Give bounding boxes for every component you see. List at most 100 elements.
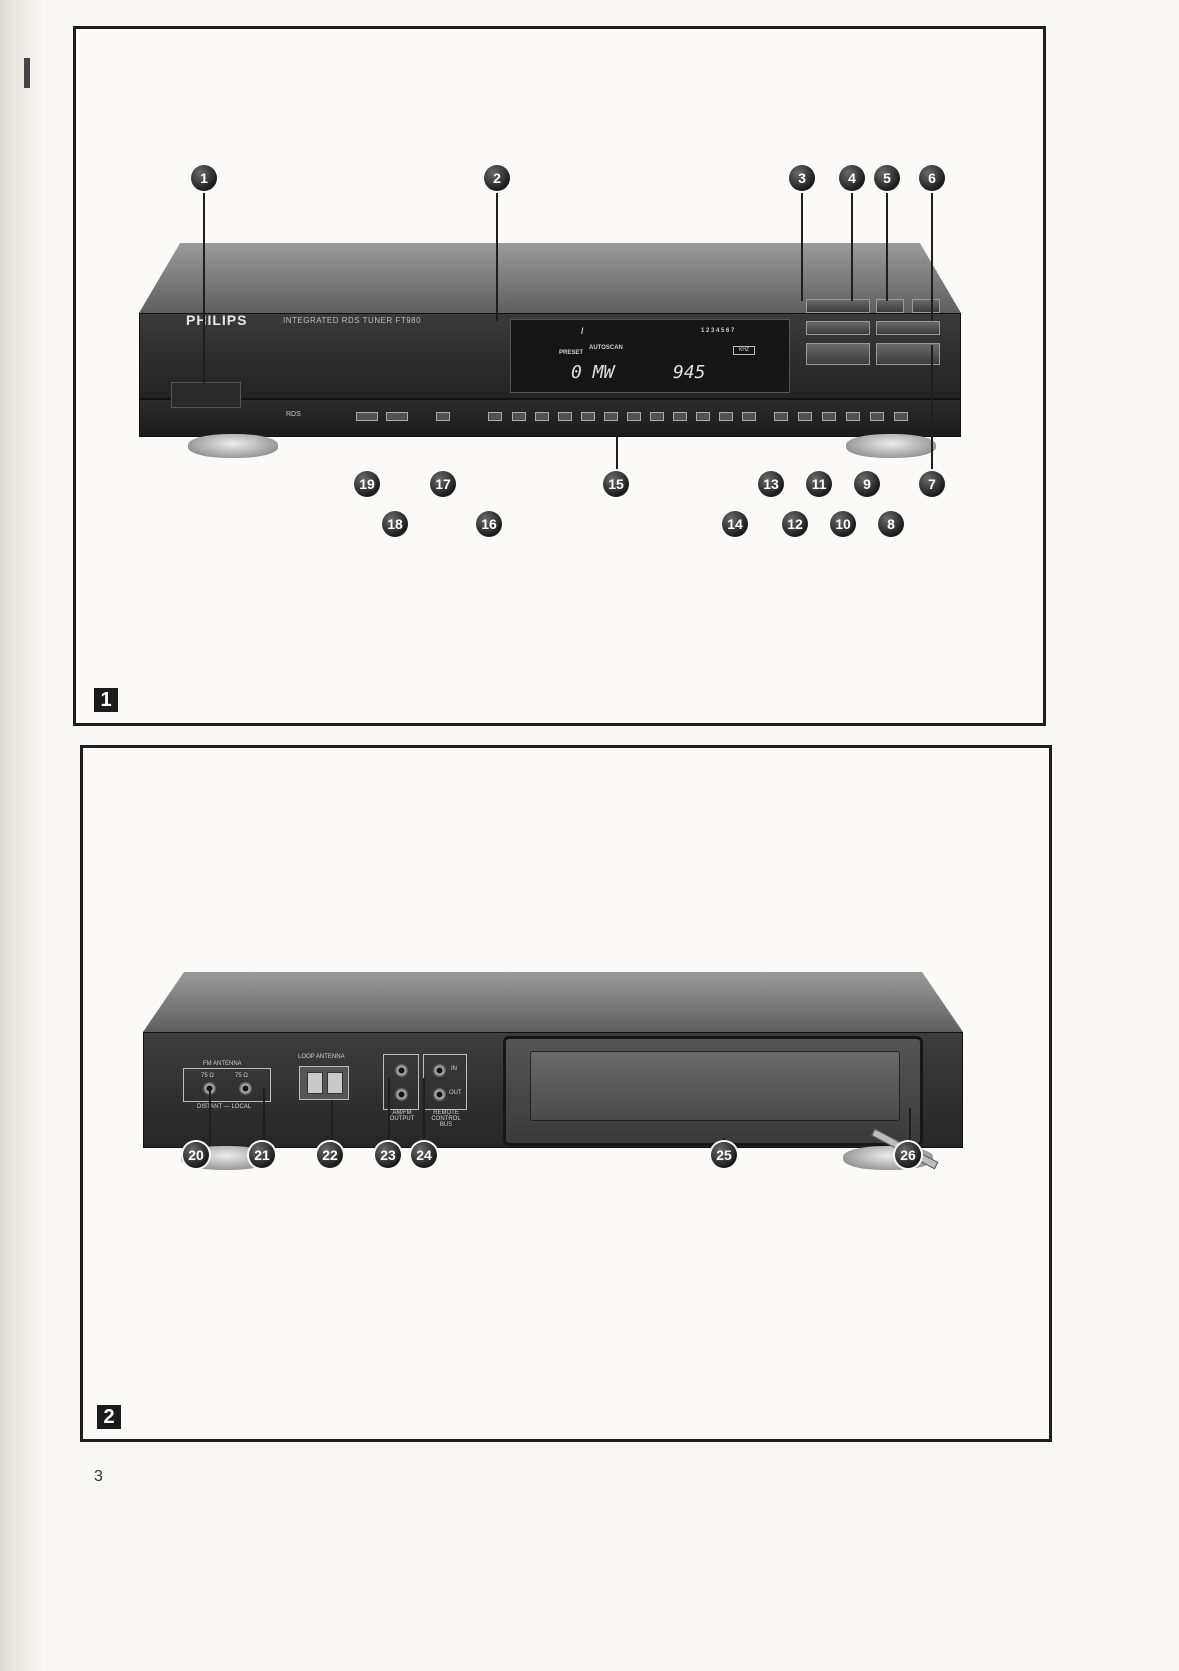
leader-6 xyxy=(931,193,933,321)
strip-button-8[interactable] xyxy=(894,412,908,421)
loop-clip-right[interactable] xyxy=(327,1072,343,1094)
display-preset-label: PRESET xyxy=(559,350,583,356)
callout-24: 24 xyxy=(411,1142,437,1168)
preset-button-7[interactable] xyxy=(650,412,664,421)
leader-3 xyxy=(801,193,803,301)
callout-12: 12 xyxy=(782,511,808,537)
strip-button-13[interactable] xyxy=(774,412,788,421)
callout-19: 19 xyxy=(354,471,380,497)
leader-7 xyxy=(931,345,933,471)
remote-out-label: OUT xyxy=(449,1090,462,1096)
fm-antenna-label: FM ANTENNA xyxy=(201,1061,244,1067)
strip-button-10[interactable] xyxy=(846,412,860,421)
strip-button-14[interactable] xyxy=(742,412,756,421)
model-label: INTEGRATED RDS TUNER FT980 xyxy=(283,316,421,325)
leader-22 xyxy=(331,1100,333,1144)
unit-foot-left xyxy=(188,434,278,458)
leader-26 xyxy=(909,1108,911,1144)
callout-3: 3 xyxy=(789,165,815,191)
callout-18: 18 xyxy=(382,511,408,537)
remote-out-jack[interactable] xyxy=(433,1088,446,1101)
callout-14: 14 xyxy=(722,511,748,537)
callout-17: 17 xyxy=(430,471,456,497)
figure-1-front-panel: PHILIPS INTEGRATED RDS TUNER FT980 / 1 2… xyxy=(73,26,1046,726)
callout-6: 6 xyxy=(919,165,945,191)
remote-in-jack[interactable] xyxy=(433,1064,446,1077)
binding-mark xyxy=(24,58,30,88)
leader-23 xyxy=(388,1078,390,1144)
fm-local-jack[interactable] xyxy=(239,1082,252,1095)
leader-5 xyxy=(886,193,888,301)
strip-button-11[interactable] xyxy=(822,412,836,421)
preset-button-5[interactable] xyxy=(604,412,618,421)
tray-inner-panel xyxy=(530,1051,900,1121)
display-channel-marker: / xyxy=(581,326,584,336)
display-channel-numbers: 1 2 3 4 5 6 7 xyxy=(701,328,734,334)
front-button-4[interactable] xyxy=(876,299,904,313)
callout-16: 16 xyxy=(476,511,502,537)
leader-24 xyxy=(423,1078,425,1144)
callout-22: 22 xyxy=(317,1142,343,1168)
front-button-3[interactable] xyxy=(806,299,870,313)
display-autoscan-label: AUTOSCAN xyxy=(589,345,623,351)
unit-foot-right xyxy=(846,434,936,458)
front-small-window xyxy=(171,382,241,408)
callout-13: 13 xyxy=(758,471,784,497)
preset-button-1[interactable] xyxy=(512,412,526,421)
front-button-6-left[interactable] xyxy=(806,321,870,335)
callout-23: 23 xyxy=(375,1142,401,1168)
display-band-text: 0 MW xyxy=(571,362,614,383)
output-jack-r[interactable] xyxy=(395,1088,408,1101)
preset-button-6[interactable] xyxy=(627,412,641,421)
strip-button-16[interactable] xyxy=(488,412,502,421)
leader-21 xyxy=(263,1088,265,1144)
tuner-display: / 1 2 3 4 5 6 7 KHZ PRESET AUTOSCAN 0 MW… xyxy=(510,319,790,393)
page-binding-edge xyxy=(0,0,44,1671)
output-jack-l[interactable] xyxy=(395,1064,408,1077)
loop-antenna-label: LOOP ANTENNA xyxy=(298,1054,345,1060)
callout-7: 7 xyxy=(919,471,945,497)
strip-button-19[interactable] xyxy=(356,412,378,421)
unit-button-strip xyxy=(139,399,961,437)
cord-storage-tray xyxy=(503,1036,923,1146)
leader-15 xyxy=(616,425,618,471)
leader-1 xyxy=(203,193,205,383)
display-frequency-text: 945 xyxy=(673,362,706,383)
callout-2: 2 xyxy=(484,165,510,191)
distant-local-label: DISTANT — LOCAL xyxy=(197,1104,251,1110)
preset-button-8[interactable] xyxy=(673,412,687,421)
callout-10: 10 xyxy=(830,511,856,537)
front-button-5[interactable] xyxy=(912,299,940,313)
strip-button-12[interactable] xyxy=(798,412,812,421)
preset-button-4[interactable] xyxy=(581,412,595,421)
strip-button-18[interactable] xyxy=(386,412,408,421)
fm-impedance-right: 75 Ω xyxy=(235,1073,248,1079)
front-button-preset-down[interactable] xyxy=(806,343,870,365)
fm-impedance-left: 75 Ω xyxy=(201,1073,214,1079)
callout-4: 4 xyxy=(839,165,865,191)
fm-antenna-box xyxy=(183,1068,271,1102)
preset-button-10[interactable] xyxy=(719,412,733,421)
remote-box xyxy=(423,1054,467,1110)
remote-in-label: IN xyxy=(451,1066,457,1072)
strip-button-17[interactable] xyxy=(436,412,450,421)
leader-4 xyxy=(851,193,853,301)
page-number: 3 xyxy=(94,1468,103,1486)
figure-1-label: 1 xyxy=(94,688,118,712)
preset-button-3[interactable] xyxy=(558,412,572,421)
rear-unit-top-cover xyxy=(143,972,963,1032)
front-button-6-right[interactable] xyxy=(876,321,940,335)
preset-button-9[interactable] xyxy=(696,412,710,421)
callout-25: 25 xyxy=(711,1142,737,1168)
remote-bus-label: REMOTE CONTROL BUS xyxy=(426,1110,466,1128)
loop-clip-left[interactable] xyxy=(307,1072,323,1094)
callout-11: 11 xyxy=(806,471,832,497)
callout-26: 26 xyxy=(895,1142,921,1168)
callout-8: 8 xyxy=(878,511,904,537)
brand-logo: PHILIPS xyxy=(186,312,247,328)
preset-bracket xyxy=(512,425,742,426)
display-unit-box: KHZ xyxy=(733,346,755,355)
preset-button-2[interactable] xyxy=(535,412,549,421)
figure-2-label: 2 xyxy=(97,1405,121,1429)
strip-button-9[interactable] xyxy=(870,412,884,421)
